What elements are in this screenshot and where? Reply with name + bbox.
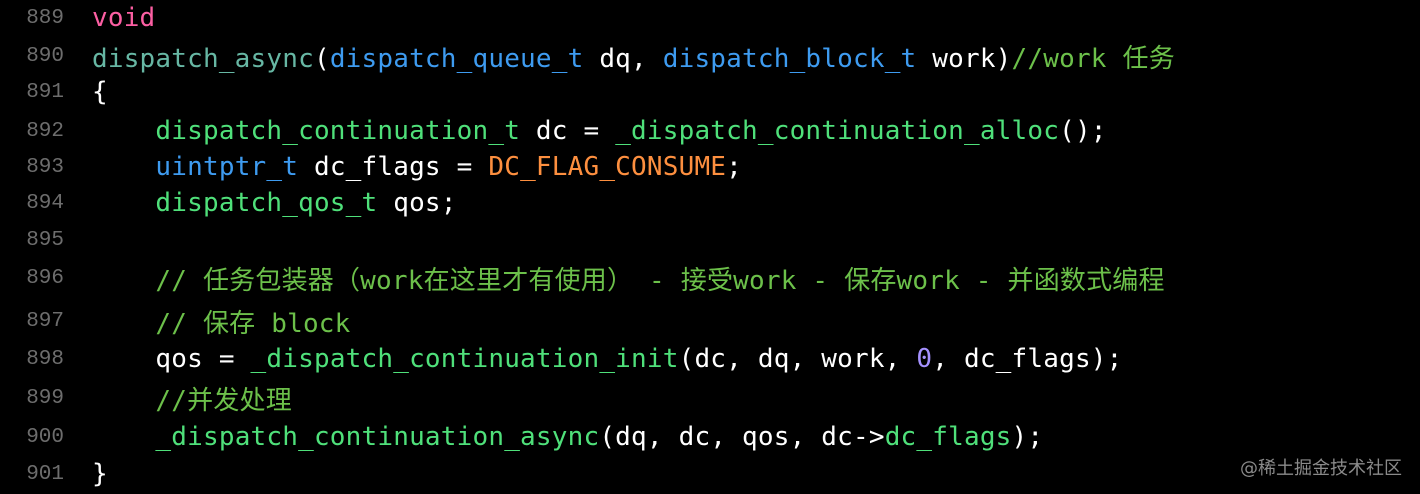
code-text: uintptr_t dc_flags = DC_FLAG_CONSUME; [92, 152, 742, 182]
code-token [92, 422, 155, 452]
code-token: work) [916, 43, 1012, 74]
line-number: 896 [26, 266, 64, 290]
code-line: 897 // 保存 block [0, 303, 1420, 339]
code-token: dq, [583, 43, 663, 74]
code-token [92, 309, 155, 339]
line-number: 898 [26, 347, 64, 371]
line-number: 897 [26, 309, 64, 333]
line-number: 895 [26, 228, 64, 252]
code-token: // 保存 block [155, 308, 351, 339]
code-line: 894 dispatch_qos_t qos; [0, 185, 1420, 221]
code-text: qos = _dispatch_continuation_init(dc, dq… [92, 344, 1123, 374]
code-text: _dispatch_continuation_async(dq, dc, qos… [92, 422, 1043, 452]
code-line: 901} [0, 456, 1420, 492]
line-number: 891 [26, 80, 64, 104]
line-number: 889 [26, 6, 64, 30]
code-token: } [92, 459, 108, 489]
code-token: qos; [377, 188, 457, 218]
code-token: _dispatch_continuation_async [155, 422, 600, 452]
code-line: 889 void [0, 0, 1420, 36]
code-text: // 保存 block [92, 303, 351, 340]
code-token: DC_FLAG_CONSUME [488, 152, 727, 182]
code-token: dc_flags [884, 422, 1012, 452]
code-token: (); [1059, 116, 1107, 146]
code-token: _dispatch_continuation_alloc [615, 116, 1060, 146]
code-line: 896 // 任务包装器（work在这里才有使用） - 接受work - 保存w… [0, 260, 1420, 296]
line-number: 890 [26, 44, 64, 68]
line-number: 893 [26, 155, 64, 179]
code-text: { [92, 77, 108, 107]
line-number: 894 [26, 191, 64, 215]
code-token [92, 152, 155, 182]
code-text: dispatch_qos_t qos; [92, 188, 457, 218]
code-text: void [92, 3, 155, 33]
code-text: } [92, 459, 108, 489]
code-token: //work 任务 [1011, 43, 1175, 74]
line-number: 901 [26, 462, 64, 486]
code-token: , dc_flags); [932, 344, 1123, 374]
code-text: dispatch_continuation_t dc = _dispatch_c… [92, 116, 1107, 146]
code-token: qos = [92, 344, 251, 374]
code-text: //并发处理 [92, 380, 292, 417]
code-token: _dispatch_continuation_init [250, 344, 679, 374]
code-token [92, 386, 155, 416]
code-token: dc_flags = [298, 152, 489, 182]
code-token: ); [1011, 422, 1044, 452]
code-token: uintptr_t [155, 152, 299, 182]
code-text: dispatch_async(dispatch_queue_t dq, disp… [92, 38, 1175, 75]
line-number: 899 [26, 386, 64, 410]
code-token: { [92, 77, 108, 107]
line-number: 900 [26, 425, 64, 449]
code-token [92, 266, 155, 296]
code-line: 890 dispatch_async(dispatch_queue_t dq, d… [0, 38, 1420, 74]
code-token: (dc, dq, work, [678, 344, 917, 374]
code-token: dispatch_continuation_t [155, 116, 521, 146]
code-line: 898 qos = _dispatch_continuation_init(dc… [0, 341, 1420, 377]
code-token [92, 188, 155, 218]
code-token: dispatch_async [92, 43, 314, 74]
watermark: @稀土掘金技术社区 [1240, 458, 1402, 479]
code-token: // 任务包装器（work在这里才有使用） - 接受work - 保存work … [155, 265, 1165, 296]
code-token: void [92, 3, 156, 33]
code-line: 892 dispatch_continuation_t dc = _dispat… [0, 113, 1420, 149]
code-line: 891 { [0, 74, 1420, 110]
code-line: 900 _dispatch_continuation_async(dq, dc,… [0, 419, 1420, 455]
code-token: //并发处理 [155, 385, 292, 416]
code-token: dispatch_block_t [662, 43, 917, 74]
code-text: // 任务包装器（work在这里才有使用） - 接受work - 保存work … [92, 260, 1165, 297]
code-token: ( [313, 43, 330, 74]
code-token: dispatch_qos_t [155, 188, 378, 218]
code-token: 0 [916, 344, 933, 374]
code-token [92, 116, 155, 146]
code-token: dispatch_queue_t [329, 43, 584, 74]
code-line: 893 uintptr_t dc_flags = DC_FLAG_CONSUME… [0, 149, 1420, 185]
code-line: 899 //并发处理 [0, 380, 1420, 416]
code-token: (dq, dc, qos, dc-> [599, 422, 885, 452]
code-line: 895 [0, 222, 1420, 258]
code-token: ; [726, 152, 743, 182]
line-number: 892 [26, 119, 64, 143]
code-token: dc = [520, 116, 616, 146]
